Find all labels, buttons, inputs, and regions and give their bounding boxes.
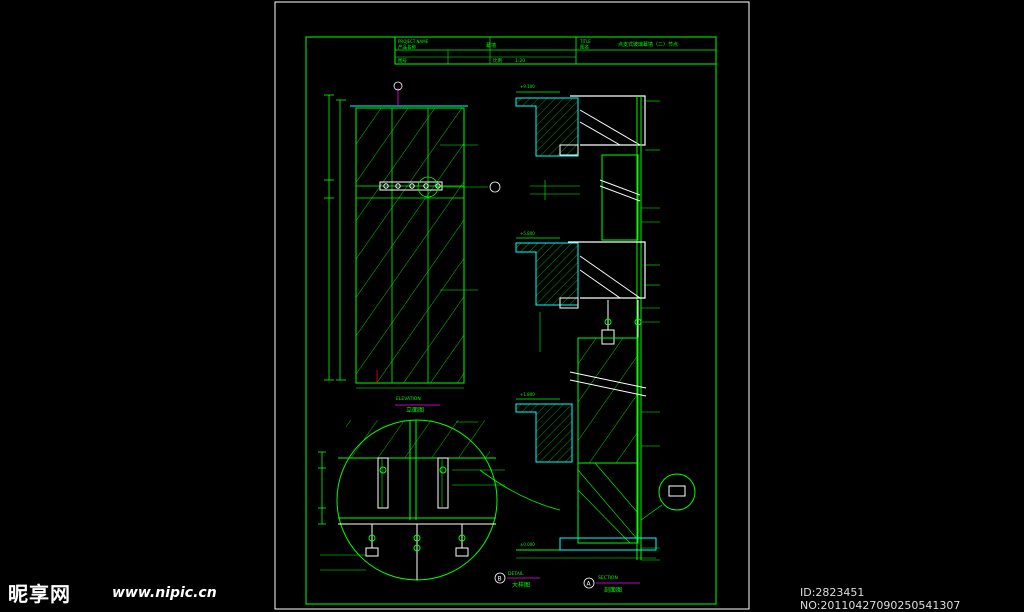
section-marker: A: [587, 581, 592, 588]
level-low: +1.800: [520, 392, 535, 397]
title-sub-label: 图名: [580, 44, 589, 51]
title-block: PROJECT NAME 产品名称 幕墙 图号 比例 1:20 TITLE 图名…: [394, 36, 717, 65]
watermark-id: ID:2823451 NO:20110427090250541307: [800, 586, 961, 612]
elevation-label: ELEVATION: [396, 396, 421, 402]
drawing-title: 点支式玻璃幕墙（二）节点: [618, 41, 678, 48]
detail-marker: B: [498, 576, 502, 583]
title-scale-label: 比例: [493, 57, 502, 64]
title-category: 幕墙: [486, 42, 496, 49]
title-label: TITLE: [579, 39, 591, 44]
detail-label: DETAIL: [508, 571, 524, 577]
elevation-view: ELEVATION 立面图: [324, 81, 501, 414]
title-drawing-no-label: 图号: [398, 58, 407, 64]
section-view: +9.100 +5.800 +1.800: [515, 84, 696, 594]
detail-title: 大样图: [512, 581, 530, 589]
title-product-label: 产品名称: [398, 44, 416, 51]
level-top: +9.100: [520, 84, 535, 89]
detail-view: B DETAIL 大样图: [318, 419, 561, 589]
watermark-url: www.nipic.cn: [112, 585, 217, 601]
elevation-title: 立面图: [406, 406, 424, 414]
title-scale-value: 1:20: [515, 58, 525, 64]
section-title: 剖面图: [604, 586, 622, 594]
section-label: SECTION: [598, 575, 618, 581]
level-mid: +5.800: [520, 231, 535, 236]
level-ground: ±0.000: [520, 542, 535, 547]
sheet-border: [274, 1, 750, 610]
watermark-logo: 昵享网: [8, 582, 71, 606]
title-project-label: PROJECT NAME: [398, 39, 429, 44]
